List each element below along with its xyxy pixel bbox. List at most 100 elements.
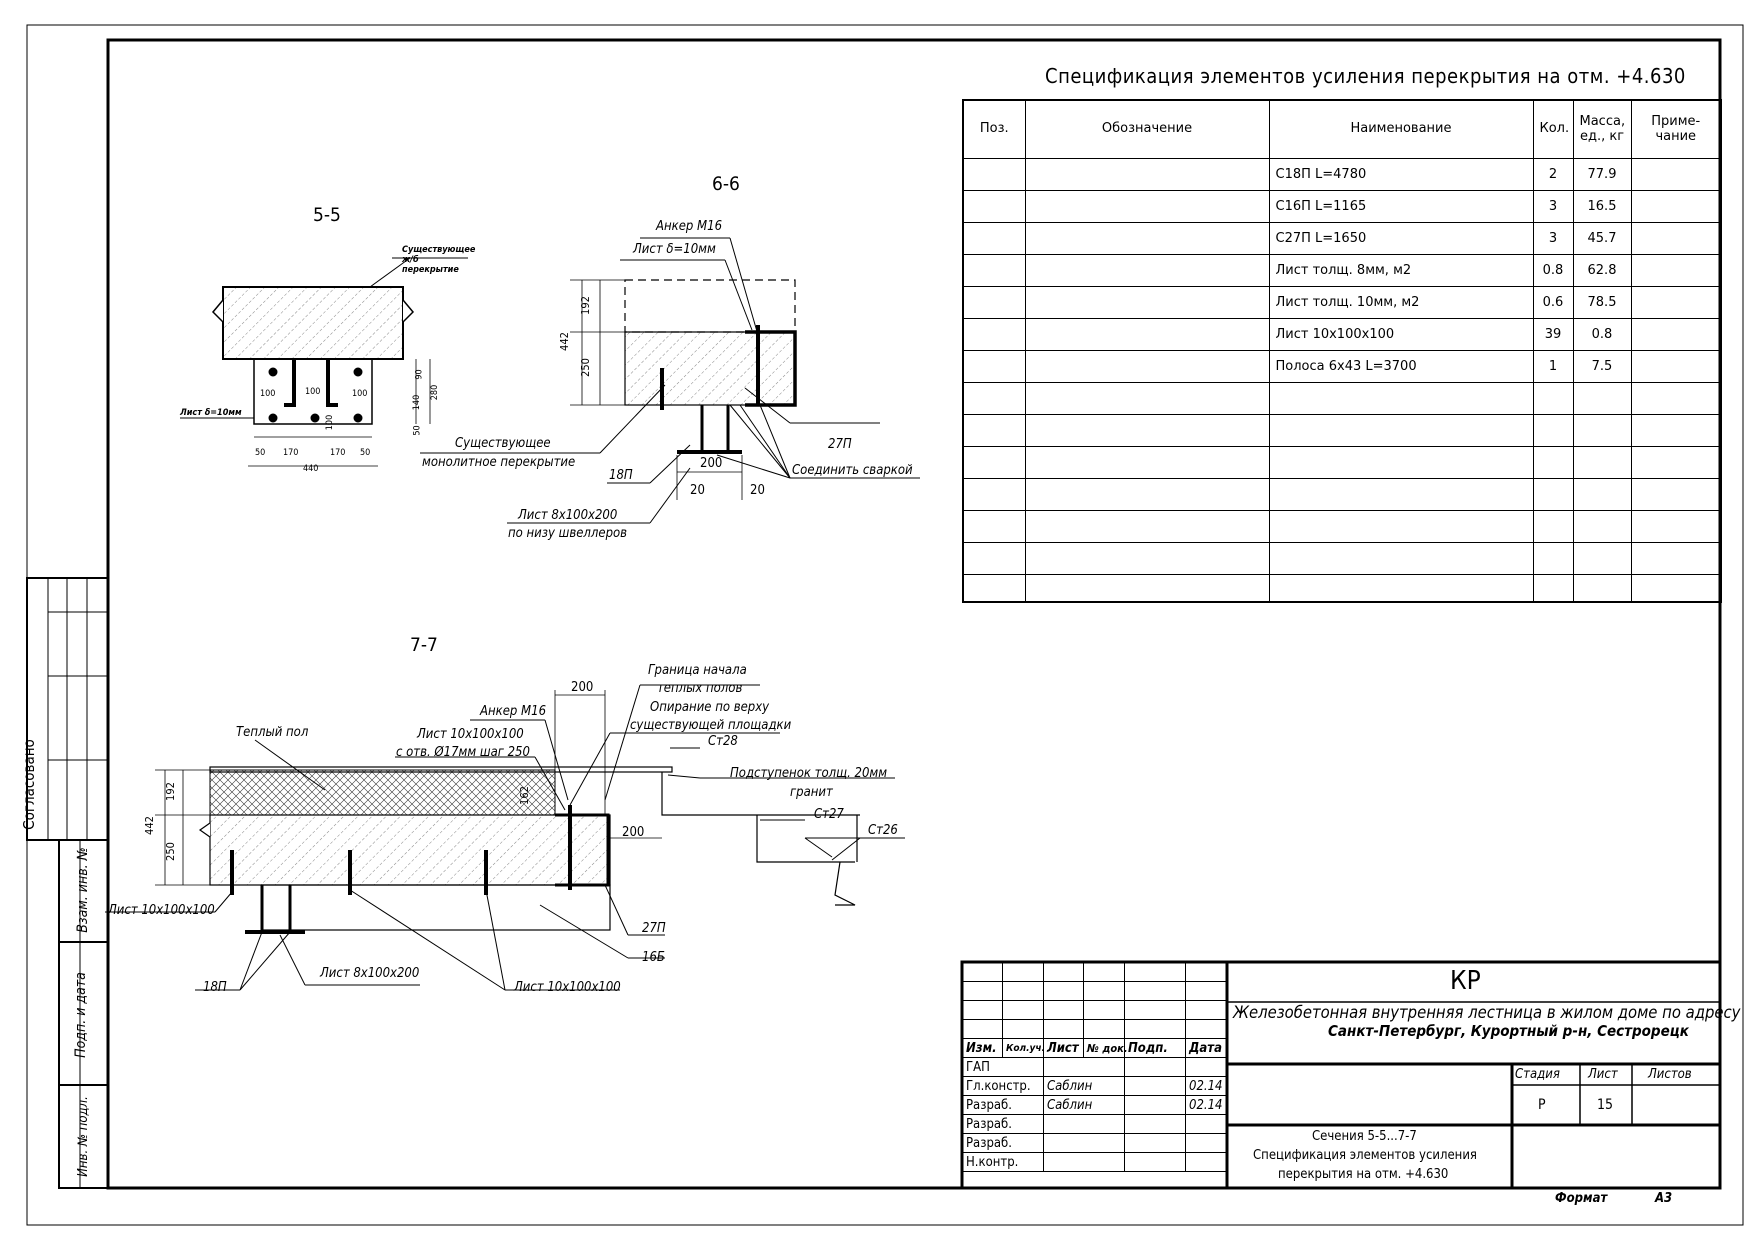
spec-cell-name: С18П L=4780 (1268, 158, 1534, 191)
spec-cell-designation (1024, 542, 1270, 575)
mass-line2: ед., кг (1579, 128, 1625, 144)
spec-cell-mass (1572, 478, 1632, 511)
spec-cell-qty (1532, 414, 1574, 447)
dim-200-66: 200 (700, 456, 723, 471)
spec-cell-designation (1024, 446, 1270, 479)
existing-label-1: Существующее (455, 436, 551, 451)
spec-cell-pos (962, 222, 1026, 255)
section-5-5-title: 5-5 (313, 204, 341, 226)
spec-row (962, 574, 1722, 603)
sheet-title-1: Сечения 5-5...7-7 (1312, 1129, 1417, 1144)
stamp-role-date (1185, 1114, 1228, 1134)
spec-cell-qty: 0.8 (1532, 254, 1574, 287)
spec-cell-note (1630, 510, 1722, 543)
spec-cell-note (1630, 286, 1722, 319)
spec-cell-qty (1532, 542, 1574, 575)
stamp-role-name: Саблин (1043, 1076, 1125, 1096)
spec-cell-note (1630, 414, 1722, 447)
spec-cell-note (1630, 318, 1722, 351)
spec-cell-designation (1024, 190, 1270, 223)
section-6-6-title: 6-6 (712, 173, 740, 195)
col-doc: № док. (1083, 1038, 1128, 1058)
dim-280: 280 (430, 384, 441, 401)
spec-cell-designation (1024, 350, 1270, 383)
spec-cell-note (1630, 446, 1722, 479)
dim-250-77: 250 (163, 842, 177, 861)
spec-cell-note (1630, 542, 1722, 575)
spec-cell-pos (962, 254, 1026, 287)
spec-cell-name (1268, 446, 1534, 479)
spec-header-pos: Поз. (962, 99, 1026, 159)
spec-table: Поз. Обозначение Наименование Кол. Масса… (962, 99, 1722, 603)
spec-row (962, 542, 1722, 575)
support-label-2: существующей площадки (630, 718, 792, 733)
spec-cell-pos (962, 414, 1026, 447)
dim-100-c: 100 (352, 389, 368, 399)
spec-header-row: Поз. Обозначение Наименование Кол. Масса… (962, 99, 1722, 159)
spec-cell-note (1630, 382, 1722, 415)
note-line1: Приме- (1651, 114, 1701, 130)
spec-cell-note (1630, 254, 1722, 287)
spec-cell-name (1268, 542, 1534, 575)
anchor-label-66: Анкер М16 (656, 219, 723, 234)
spec-cell-name: Лист толщ. 10мм, м2 (1268, 286, 1534, 319)
spec-header-mass: Масса,ед., кг (1572, 99, 1632, 159)
dim-250-66: 250 (578, 358, 592, 377)
spec-cell-name: Лист толщ. 8мм, м2 (1268, 254, 1534, 287)
spec-cell-pos (962, 510, 1026, 543)
spec-cell-mass: 7.5 (1572, 350, 1632, 383)
spec-cell-designation (1024, 286, 1270, 319)
riser-label-1: Подступенок толщ. 20мм (730, 766, 888, 781)
spec-cell-qty: 0.6 (1532, 286, 1574, 319)
spec-cell-name (1268, 382, 1534, 415)
sheet-title-3: перекрытия на отм. +4.630 (1278, 1167, 1449, 1182)
sheet-10-label-66: Лист δ=10мм (633, 242, 716, 257)
stamp-role-name (1043, 1057, 1125, 1077)
spec-cell-qty: 1 (1532, 350, 1574, 383)
dim-170-a: 170 (283, 448, 299, 458)
stamp-role-row: Разраб. (962, 1114, 1228, 1134)
spec-cell-pos (962, 158, 1026, 191)
sheet-value: 15 (1597, 1097, 1614, 1113)
spec-title: Спецификация элементов усиления перекрыт… (1045, 64, 1686, 88)
sheet-label: Лист (1588, 1067, 1618, 1082)
spec-cell-designation (1024, 222, 1270, 255)
st27-label: Ст27 (814, 807, 844, 822)
dim-200-top: 200 (571, 680, 594, 695)
dim-100-a: 100 (260, 389, 276, 399)
col-izm: Изм. (962, 1038, 1003, 1058)
stamp-role-sign (1124, 1095, 1186, 1115)
format-value: А3 (1655, 1191, 1673, 1206)
dim-170-b: 170 (330, 448, 346, 458)
spec-cell-designation (1024, 510, 1270, 543)
dim-20-a: 20 (690, 483, 705, 498)
spec-cell-qty (1532, 382, 1574, 415)
spec-cell-mass (1572, 542, 1632, 575)
spec-row (962, 382, 1722, 415)
stage-value: Р (1538, 1097, 1546, 1113)
dim-200-right: 200 (622, 825, 645, 840)
plate-label-1: Лист 8х100х200 (518, 508, 618, 523)
spec-header-designation: Обозначение (1024, 99, 1270, 159)
plate-a-label-1: Лист 10х100х100 (417, 727, 524, 742)
spec-cell-mass: 0.8 (1572, 318, 1632, 351)
spec-cell-name: Полоса 6х43 L=3700 (1268, 350, 1534, 383)
dim-442-77: 442 (142, 816, 156, 835)
spec-cell-mass: 77.9 (1572, 158, 1632, 191)
spec-cell-note (1630, 190, 1722, 223)
spec-cell-qty: 3 (1532, 190, 1574, 223)
dim-162: 162 (517, 786, 531, 805)
dim-192-77: 192 (163, 782, 177, 801)
stamp-role-row: ГАП (962, 1057, 1228, 1077)
spec-cell-designation (1024, 318, 1270, 351)
stamp-role-row: Н.контр. (962, 1152, 1228, 1172)
sheet-10-label-55: Лист δ=10мм (180, 408, 242, 418)
sheet-title-2: Спецификация элементов усиления (1253, 1148, 1477, 1163)
agreed-label: Согласовано (19, 739, 38, 830)
spec-cell-qty (1532, 510, 1574, 543)
